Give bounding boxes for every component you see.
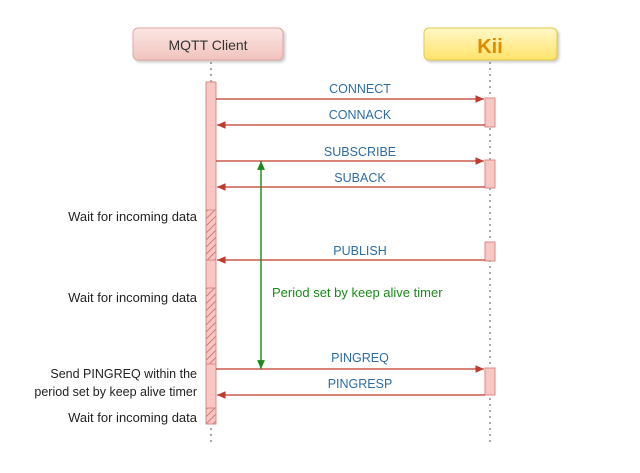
client-wait-segment-1 (205, 209, 217, 261)
participant-client-label: MQTT Client (168, 37, 247, 53)
server-activation-subscribe (484, 159, 496, 189)
message-label: PINGRESP (328, 377, 393, 391)
message-connect: CONNECT (216, 82, 484, 103)
note-ping-line-2: period set by keep alive timer (34, 385, 197, 399)
message-label: PINGREQ (331, 351, 389, 365)
participant-server-label: Kii (477, 36, 503, 58)
message-label: SUBSCRIBE (324, 145, 396, 159)
message-publish: PUBLISH (217, 244, 485, 264)
message-subscribe: SUBSCRIBE (216, 145, 484, 165)
message-label: CONNACK (329, 108, 392, 122)
note-wait-3: Wait for incoming data (68, 410, 198, 425)
message-pingresp: PINGRESP (217, 377, 485, 399)
client-wait-segment-3 (205, 407, 217, 425)
note-wait-2: Wait for incoming data (68, 290, 198, 305)
server-activation-connect (484, 97, 496, 128)
server-activation-ping (484, 367, 496, 396)
message-label: PUBLISH (333, 244, 387, 258)
note-ping-line-1: Send PINGREQ within the (50, 367, 197, 381)
message-connack: CONNACK (217, 108, 485, 129)
keepalive-period: Period set by keep alive timer (257, 161, 443, 369)
message-pingreq: PINGREQ (216, 351, 484, 373)
server-activation-publish (484, 241, 496, 262)
note-wait-1: Wait for incoming data (68, 209, 198, 224)
client-wait-segment-2 (205, 287, 217, 365)
participant-server: Kii (423, 27, 558, 61)
message-label: CONNECT (329, 82, 391, 96)
keepalive-label: Period set by keep alive timer (272, 285, 443, 300)
message-label: SUBACK (334, 171, 386, 185)
participant-client: MQTT Client (132, 27, 284, 61)
message-suback: SUBACK (217, 171, 485, 191)
